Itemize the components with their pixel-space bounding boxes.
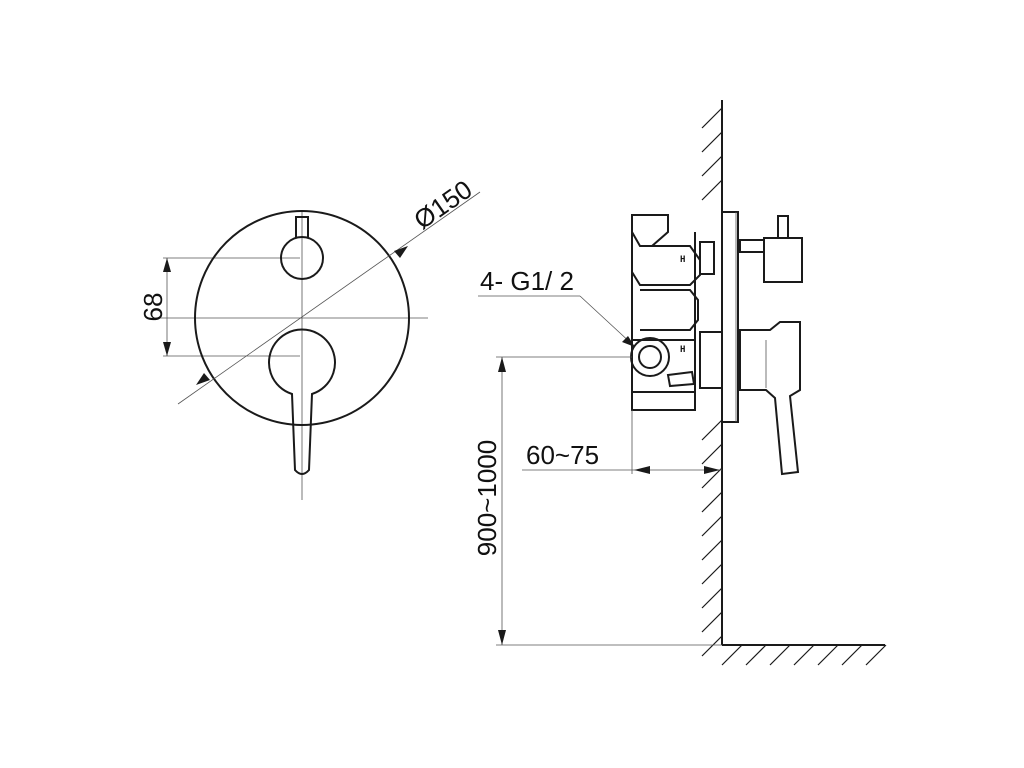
height-label: 900~1000 [472,440,502,556]
inlet-port-outer [630,337,670,377]
valve-mid-section [640,289,699,331]
diverter-stem-side [777,215,789,239]
valve-upper-port [631,245,701,286]
valve-body [631,232,696,411]
arrow-connection-icon [622,336,635,347]
wall-hatching [701,107,723,657]
diameter-leader-line [177,191,481,405]
connection-leader-diagonal [579,295,634,346]
lower-valve-mark: H [680,345,685,355]
front-view: 68 Ø150 [138,174,481,500]
diameter-label: Ø150 [408,174,477,235]
escutcheon-plate [194,210,410,426]
escutcheon-side [721,211,739,423]
arrow-up-icon [163,258,171,272]
upper-valve-mark: H [680,255,685,265]
arrow-diameter-top-icon [394,246,408,258]
arrow-down-icon [163,342,171,356]
lower-connector [699,331,723,389]
depth-label: 60~75 [526,440,599,470]
connection-label: 4- G1/ 2 [480,266,574,296]
floor-hatching [721,644,887,666]
inlet-port-inner [638,345,662,369]
dimension-68-label: 68 [138,293,168,322]
arrow-height-up-icon [498,357,506,372]
upper-connector [699,241,715,275]
valve-top-cap [631,214,669,247]
arrow-diameter-bottom-icon [196,373,210,385]
diverter-stem [295,216,309,238]
diverter-knob [280,236,324,280]
inlet-nut [666,370,696,388]
lever-handle [268,328,336,475]
lever-handle-side [739,321,801,476]
arrow-height-down-icon [498,630,506,645]
side-view: H H 4- G1/ 2 60~75 900~1000 [472,100,887,666]
arrow-depth-right-icon [704,466,720,474]
diverter-knob-side [763,237,803,283]
diverter-neck [739,239,765,253]
arrow-depth-left-icon [634,466,650,474]
